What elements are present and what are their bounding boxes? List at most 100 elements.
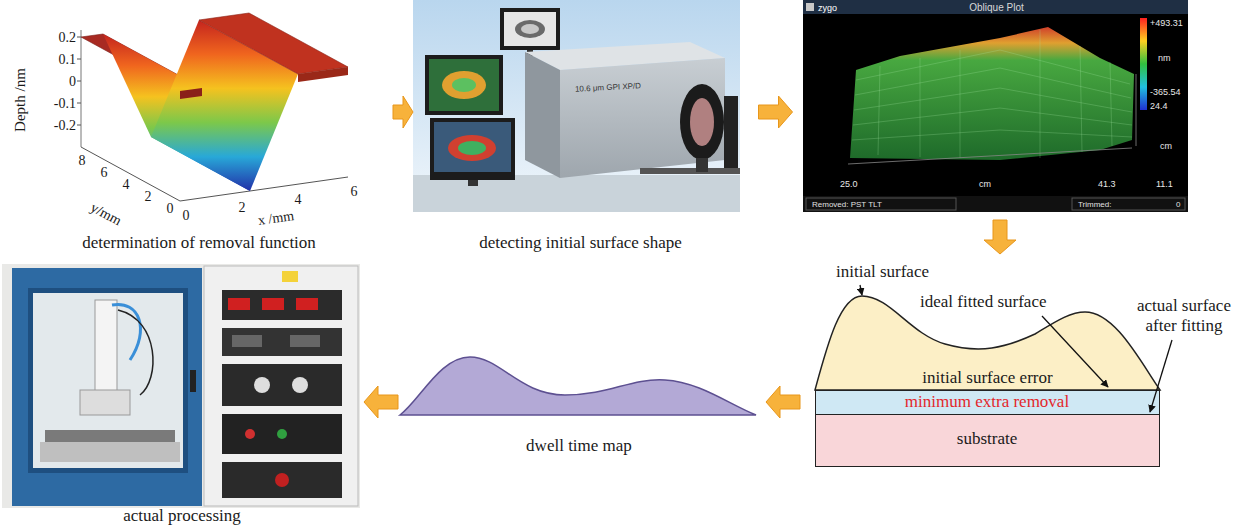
processing-machine-photo (222, 414, 342, 454)
tick-label: 6 (101, 164, 108, 181)
interferometer-photo (521, 24, 539, 34)
node-text-slot: Oblique Plot (803, 1, 1190, 14)
interferometer-photo (690, 98, 714, 146)
flow-arrow (984, 220, 1016, 254)
tick-label: -0.2 (54, 117, 76, 134)
unit-label-slot: cm (979, 178, 991, 190)
interferometer-photo (413, 0, 740, 212)
removal-function-plot (77, 125, 81, 126)
flow-arrow (766, 386, 800, 418)
tick-label: 0 (167, 200, 174, 217)
interferometer-photo (500, 8, 560, 50)
brand-label: zygo (818, 2, 837, 14)
interferometer-photo (680, 84, 724, 160)
node-text: detecting initial surface shape (413, 233, 748, 253)
processing-machine-photo (2, 264, 360, 508)
unit-label: cm (1160, 140, 1172, 152)
processing-machine-photo (190, 370, 196, 392)
status-text: Removed: PST TLT (812, 199, 882, 210)
processing-machine-photo (222, 462, 342, 498)
processing-machine-photo (118, 310, 153, 395)
interferometer-photo (452, 78, 476, 92)
processing-machine-photo (222, 328, 342, 356)
processing-machine-photo (222, 364, 342, 406)
dwell-time-shape (400, 357, 756, 415)
panel-cross-section: initial surface ideal fitted surface actua… (808, 262, 1242, 472)
tick-label: 8 (79, 152, 86, 169)
scale-value-slot: +493.31 (1150, 17, 1183, 29)
node-text-slot: initial surface (836, 262, 929, 282)
interferometer-photo (640, 168, 740, 174)
interferogram-screen (803, 196, 1188, 212)
device-marking-slot: 10.6 μm GPI XP/D (575, 80, 641, 94)
removal-function-plot (180, 177, 348, 201)
tick-label: 2 (145, 188, 152, 205)
axis-value-slot: 24.4 (1150, 100, 1168, 112)
interferometer-photo (525, 52, 560, 178)
node-text: Oblique Plot (803, 1, 1190, 14)
interferometer-photo (504, 12, 556, 46)
tick-label: 4 (295, 191, 302, 208)
leader-lines (860, 285, 862, 295)
axis-value: 41.3 (1098, 178, 1116, 190)
unit-label: cm (979, 178, 991, 190)
interferometer-photo (468, 180, 478, 186)
panel-dwell-time: dwell time map (400, 350, 758, 458)
node-text: dwell time map (400, 436, 758, 456)
flow-arrow (393, 96, 413, 128)
node-text: ideal fitted surface (920, 292, 1047, 312)
status-text: Trimmed: (1078, 199, 1111, 210)
tick-label-slot: 0 (183, 207, 190, 224)
interferogram-screen (1072, 198, 1185, 210)
panel-processing: actual processing (2, 262, 362, 529)
tick-label-slot: 0.2 (59, 29, 77, 46)
node-text-slot: ideal fitted surface (920, 292, 1047, 312)
axis-value: 25.0 (840, 178, 858, 190)
axis-title: x /mm (257, 207, 295, 229)
processing-machine-photo (277, 429, 287, 439)
interferogram-screen (848, 74, 1136, 164)
processing-machine-photo (2, 264, 360, 508)
node-text: initial surface error (815, 368, 1160, 388)
interferometer-photo (696, 158, 708, 172)
extra-removal-band: minimum extra removal (815, 390, 1160, 415)
tick-label-slot: 0 (167, 200, 174, 217)
processing-machine-photo (254, 377, 270, 393)
interferometer-photo (413, 0, 740, 212)
node-text: substrate (816, 429, 1158, 449)
interferometer-photo (515, 20, 545, 38)
removal-function-plot (180, 88, 202, 99)
surface-error-region-path (815, 296, 1160, 390)
tick-label-slot: 4 (123, 176, 130, 193)
tick-label-slot: 2 (239, 199, 246, 216)
removal-function-plot (77, 59, 81, 60)
node-text-slot: determination of removal function (5, 233, 393, 253)
tick-label-slot: 0 (69, 73, 76, 90)
scale-value-slot: -365.54 (1150, 86, 1181, 98)
processing-machine-photo (33, 293, 183, 468)
node-text: determination of removal function (5, 233, 393, 253)
processing-machine-photo (290, 335, 320, 347)
interferogram-screen (852, 30, 1132, 158)
interferometer-photo (560, 58, 725, 178)
removal-function-plot (298, 67, 348, 82)
axis-value: 11.1 (1156, 178, 1173, 190)
tick-label: 4 (123, 176, 130, 193)
node-text-slot: actual surface after fitting (1128, 296, 1240, 336)
interferometer-photo (724, 96, 738, 168)
node-text-slot: minimum extra removal (816, 392, 1158, 412)
interferometer-photo (429, 59, 499, 111)
panel-surface-screen: Oblique Plot (803, 0, 1190, 212)
axis-title-slot: y/mm (88, 199, 125, 229)
processing-machine-photo (204, 266, 358, 506)
node-text: minimum extra removal (816, 392, 1158, 412)
interferogram-screen (806, 198, 956, 210)
removal-function-plot (77, 103, 81, 104)
tick-label: 0 (69, 73, 76, 90)
brand-label-slot: zygo (818, 2, 837, 14)
axis-title: y/mm (88, 199, 125, 229)
panel-interferometer: detecting initial surface shape (413, 0, 748, 256)
interferometer-photo (425, 55, 503, 115)
node-text-slot: detecting initial surface shape (413, 233, 748, 253)
